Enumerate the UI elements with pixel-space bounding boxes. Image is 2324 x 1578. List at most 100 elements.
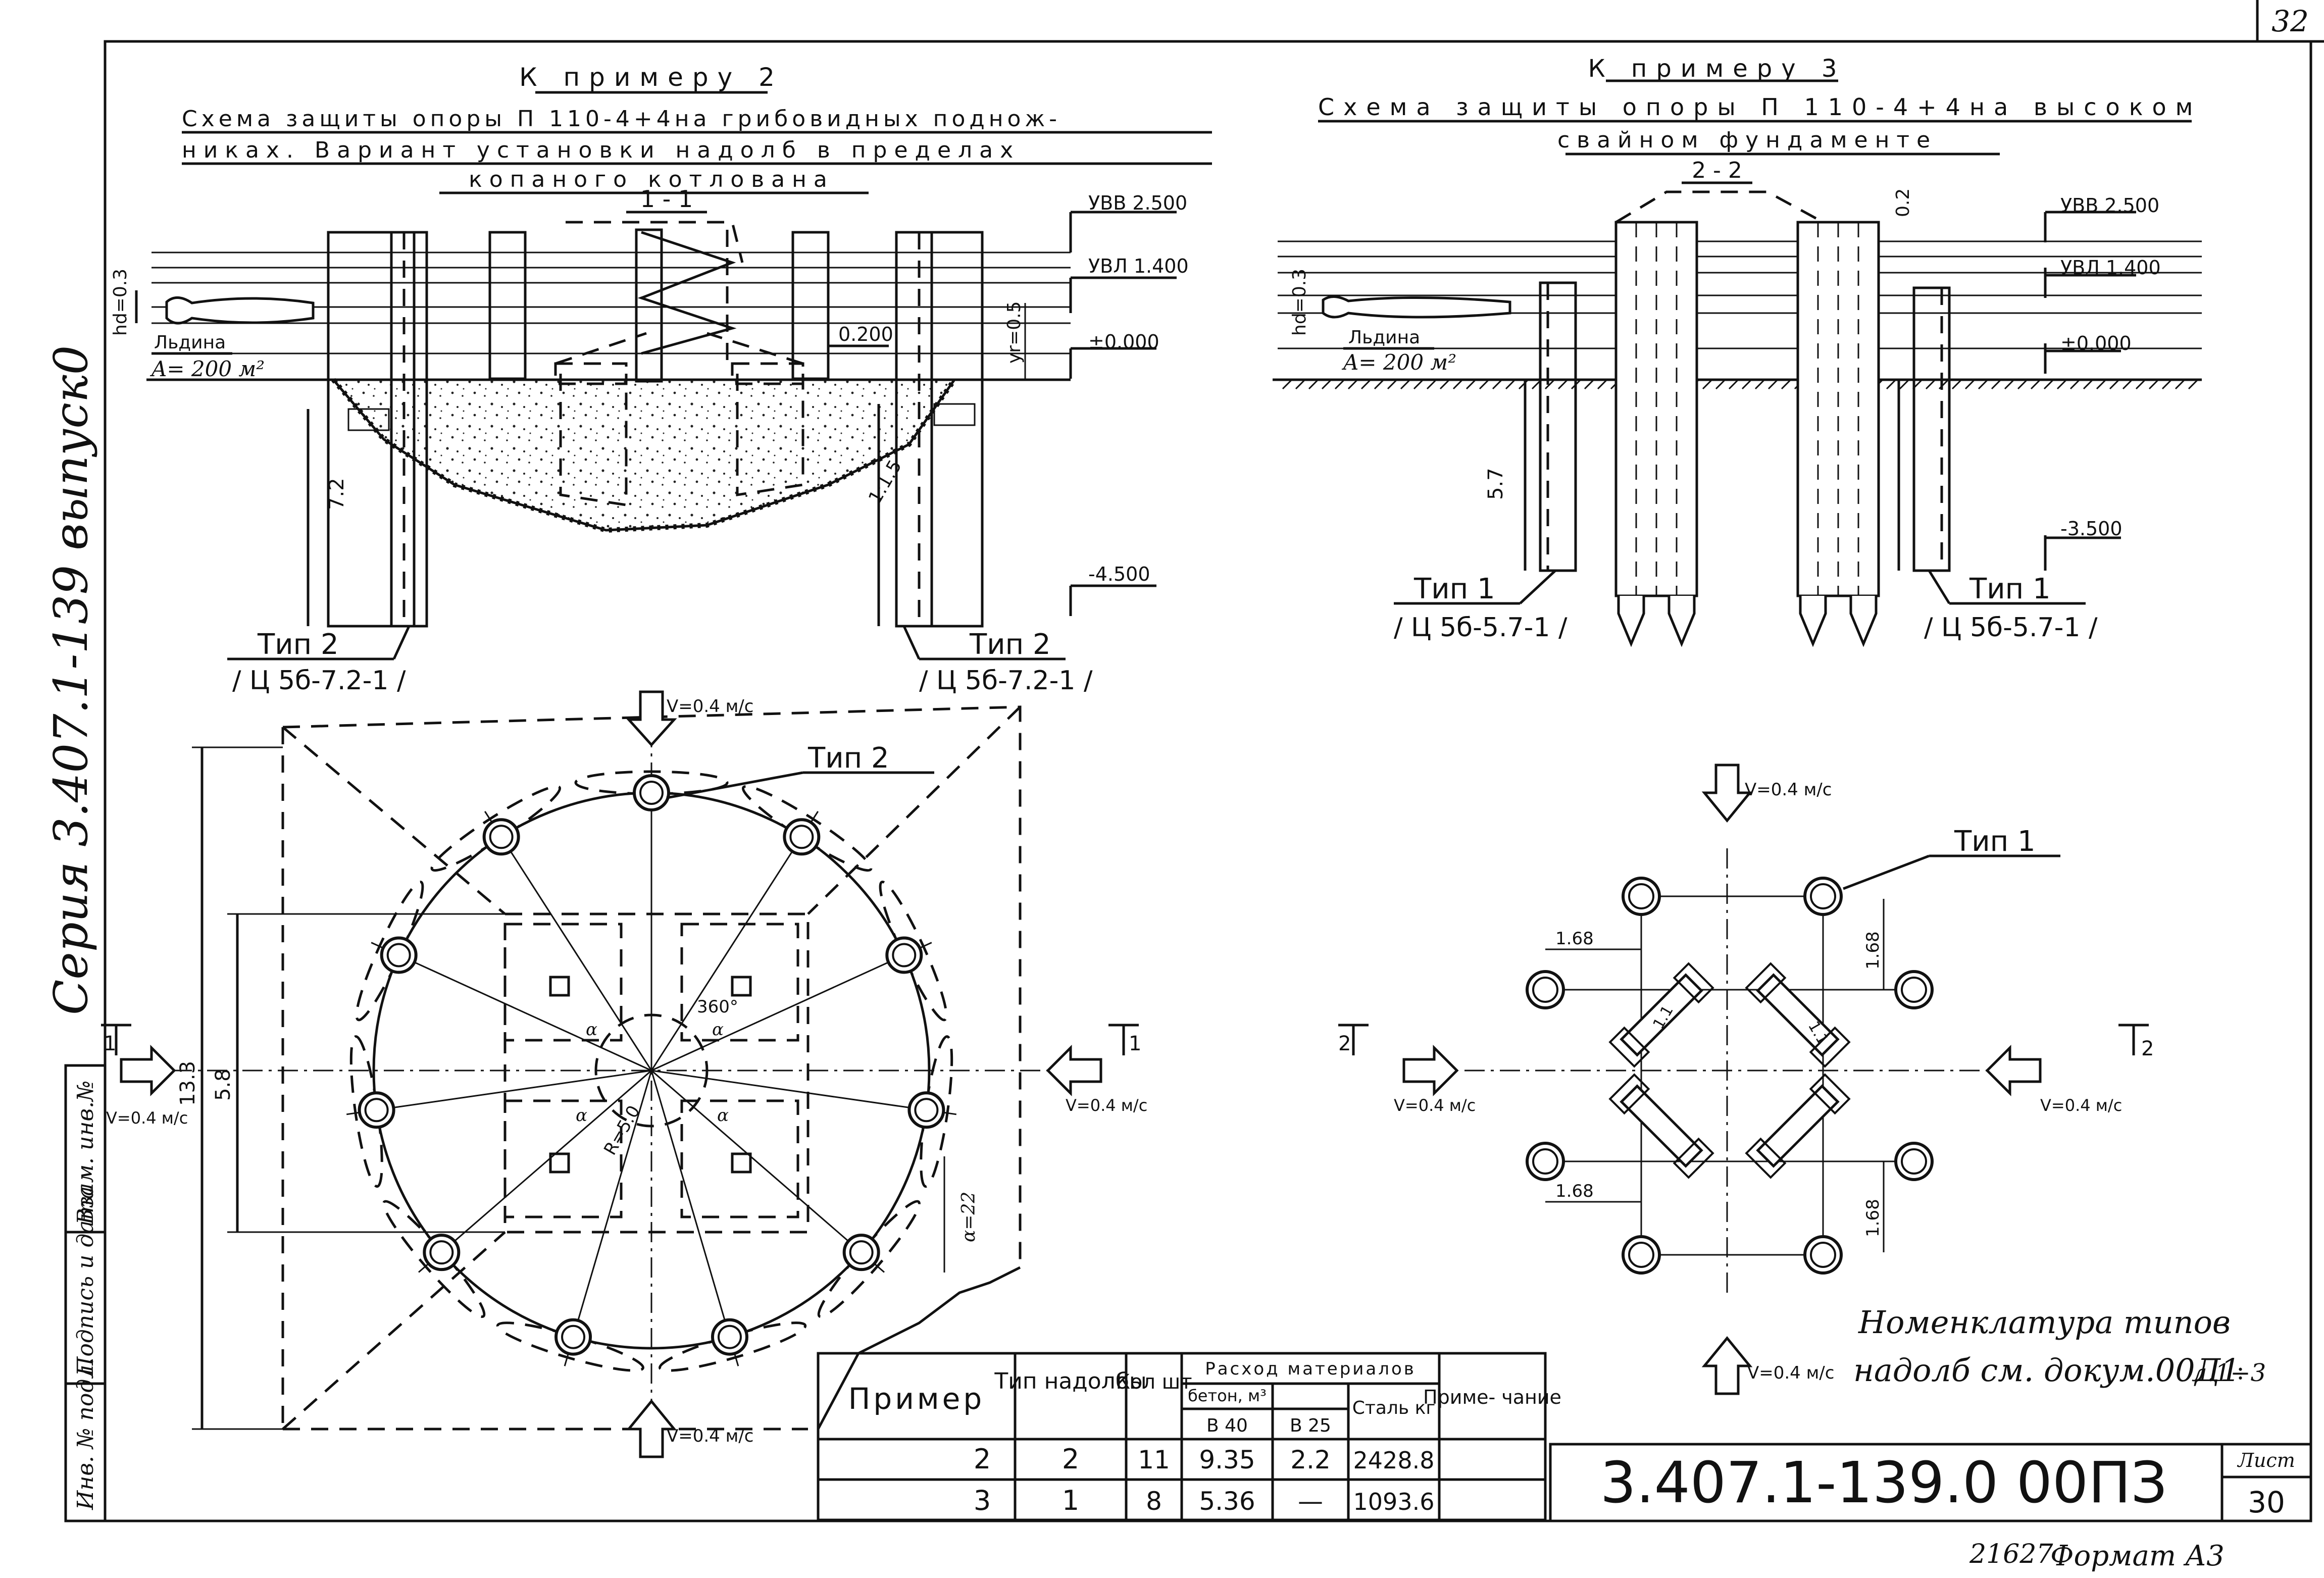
dim-outer-2: 13.3 xyxy=(176,1061,199,1106)
flow-arrow-left-3: V=0.4 м/с 2 xyxy=(1338,1024,1476,1115)
hatch-tick xyxy=(2017,379,2028,390)
bollard-circle xyxy=(633,774,670,811)
note-line1: Номенклатура типов xyxy=(1858,1304,2231,1341)
ice-label-2: Льдина xyxy=(154,332,226,353)
hatch-tick xyxy=(1754,379,1765,390)
stamp-sign-date: Подпись и дата xyxy=(73,1186,98,1377)
pile-code-left-3: / Ц 5б-5.7-1 / xyxy=(1394,613,1568,643)
foundation-end xyxy=(1745,962,1787,1004)
bollard-right-3 xyxy=(1912,286,1951,572)
ice-path-outline xyxy=(817,1200,921,1318)
hatch-tick xyxy=(1584,379,1595,390)
bollard-circle xyxy=(358,1091,395,1129)
row2-qty: 8 xyxy=(1146,1487,1162,1516)
bollard-circle xyxy=(554,1318,592,1356)
example2-title-line2: никах. Вариант установки надолб в предел… xyxy=(182,137,1020,163)
levels-3: УВВ 2.500 УВЛ 1.400 ±0.000 -3.500 xyxy=(2044,194,2161,571)
flow-arrow-right-3: V=0.4 м/с 2 xyxy=(1985,1024,2154,1115)
pile-code-right-3: / Ц 5б-5.7-1 / xyxy=(1924,613,2098,643)
bollard-inner-circle xyxy=(1810,1242,1836,1268)
alpha-2: α xyxy=(712,1020,724,1040)
example3-title-line1: Схема защиты опоры П 110-4+4на высоком xyxy=(1318,93,2202,121)
foundation-end xyxy=(1608,1026,1650,1068)
hatch-tick xyxy=(1728,379,1739,390)
radius-label: R=5.0 xyxy=(600,1102,644,1159)
section-marker-left-3: 2 xyxy=(1338,1032,1351,1055)
pile-type-left-2: Тип 2 xyxy=(257,628,339,661)
th-steel: Сталь кг xyxy=(1352,1398,1436,1418)
dim-168-c: 1.68 xyxy=(1863,931,1883,970)
hatch-tick xyxy=(1886,379,1897,390)
row2-b25: — xyxy=(1298,1487,1323,1516)
th-example: Пример xyxy=(848,1382,985,1416)
flow-bottom-label-2: V=0.4 м/с xyxy=(667,1426,753,1446)
bollard-inner-circle xyxy=(1532,977,1558,1003)
ground-hatch-3 xyxy=(1282,379,2199,390)
gap-label: 0.2 xyxy=(1893,188,1913,217)
hatch-tick xyxy=(1295,379,1306,390)
bollard-inner-circle xyxy=(561,1325,586,1349)
row1-b40: 9.35 xyxy=(1199,1445,1255,1474)
hatch-tick xyxy=(1899,379,1910,390)
footer-format: Формат А3 xyxy=(2050,1540,2225,1572)
flow-left-label-3: V=0.4 м/с xyxy=(1394,1096,1476,1115)
section-marker-right-2: 1 xyxy=(1129,1032,1141,1055)
row2-example: 3 xyxy=(974,1485,991,1516)
foundation-block xyxy=(1620,973,1703,1057)
bollard-inner-circle xyxy=(849,1240,874,1265)
flow-right-label-2: V=0.4 м/с xyxy=(1066,1096,1147,1115)
hatch-tick xyxy=(1544,379,1555,390)
bollard-circle xyxy=(783,818,821,856)
pile-code-left-2: / Ц 5б-7.2-1 / xyxy=(232,666,406,696)
example3-heading: К примеру 3 xyxy=(1588,55,1846,83)
flow-right-label-3: V=0.4 м/с xyxy=(2040,1096,2122,1115)
hatch-tick xyxy=(1781,379,1792,390)
example3-title-line2: свайном фундаменте xyxy=(1557,127,1937,153)
depth-label-3: 5.7 xyxy=(1484,468,1507,500)
hatch-tick xyxy=(2096,379,2107,390)
foundation-end xyxy=(1809,1026,1851,1068)
ice-path-outline xyxy=(659,1321,807,1372)
flow-left-label-2: V=0.4 м/с xyxy=(106,1108,188,1128)
foundation-block xyxy=(1756,1084,1840,1168)
hatch-tick xyxy=(1282,379,1293,390)
bollard-inner-circle xyxy=(892,943,917,968)
hatch-tick xyxy=(2148,379,2159,390)
hatch-tick xyxy=(1387,379,1398,390)
bollard-inner-circle xyxy=(789,825,814,849)
bollard-inner-circle xyxy=(1628,1242,1654,1268)
hatch-tick xyxy=(1767,379,1779,390)
hatch-tick xyxy=(2175,379,2186,390)
flow-arrow-top-2: V=0.4 м/с xyxy=(626,690,753,747)
flow-arrow-bottom-2: V=0.4 м/с xyxy=(626,1399,753,1458)
bollard-inner-circle xyxy=(1901,1148,1927,1175)
plan-type-label-2: Тип 2 xyxy=(807,742,889,775)
foundation-end xyxy=(1809,1073,1851,1115)
hatch-tick xyxy=(1492,379,1503,390)
example3-section: К примеру 3 Схема защиты опоры П 110-4+4… xyxy=(1273,55,2202,647)
row1-b25: 2.2 xyxy=(1290,1445,1331,1474)
alpha-1: α xyxy=(586,1020,597,1040)
note-line3: л.1÷3 xyxy=(2192,1359,2266,1387)
dim-168-b: 1.68 xyxy=(1555,1181,1594,1201)
level-minus-3: -3.500 xyxy=(2060,518,2123,540)
alpha-3: α xyxy=(576,1105,587,1126)
note-line2: надолб см. докум.00Д1 xyxy=(1853,1352,2240,1389)
th-note: Приме- чание xyxy=(1423,1386,1561,1408)
foundation-end xyxy=(1673,1137,1714,1179)
pile-type-left-3: Тип 1 xyxy=(1413,573,1495,605)
hatch-tick xyxy=(1991,379,2002,390)
flow-bottom-label-3: V=0.4 м/с xyxy=(1747,1363,1834,1383)
hatch-tick xyxy=(2030,379,2041,390)
hatch-tick xyxy=(1413,379,1424,390)
stamp-inv-orig: Инв. № подл. xyxy=(73,1358,98,1510)
footer-number: 21627 xyxy=(1969,1539,2053,1569)
series-label: Серия 3.407.1-139 выпуск0 xyxy=(44,345,98,1015)
th-materials: Расход материалов xyxy=(1205,1359,1416,1379)
ice-path-outline xyxy=(496,1321,644,1372)
foundation-end xyxy=(1608,1073,1650,1115)
example2-section: К примеру 2 Схема защиты опоры П 110-4+4… xyxy=(110,63,1212,696)
hatch-tick xyxy=(2056,379,2067,390)
hatch-tick xyxy=(1466,379,1477,390)
